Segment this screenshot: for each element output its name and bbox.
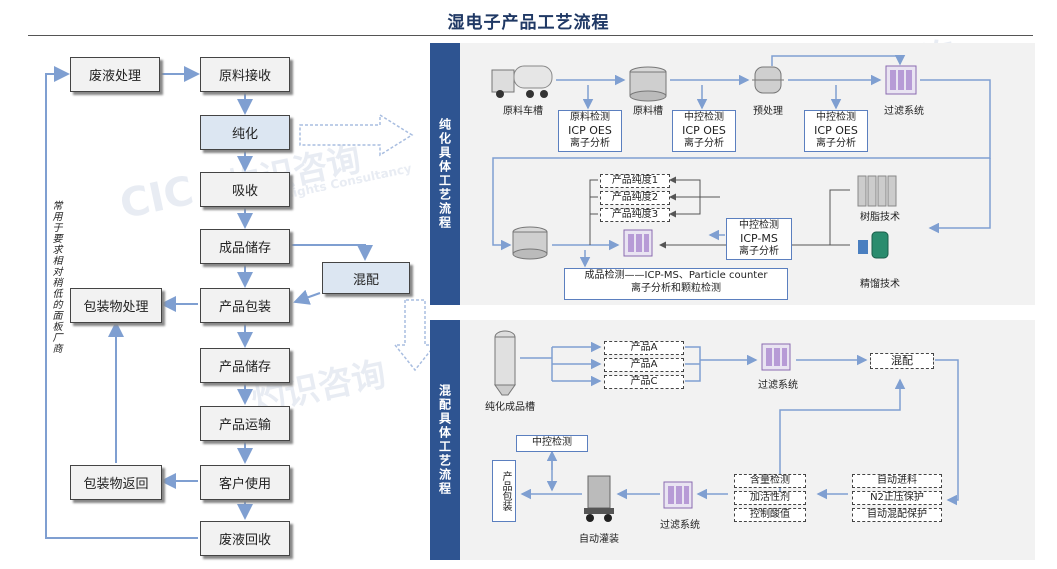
customer-use-box: 客户使用 bbox=[200, 465, 290, 500]
blend-midcheck-box: 中控检测 bbox=[516, 435, 588, 452]
blend-filter-label: 过滤系统 bbox=[758, 380, 798, 391]
raw-receive-box: 原料接收 bbox=[200, 57, 290, 92]
blend-box: 混配 bbox=[322, 262, 410, 294]
packaging-treatment-box: 包装物处理 bbox=[70, 288, 162, 323]
purify-box: 纯化 bbox=[200, 115, 290, 150]
absorb-box: 吸收 bbox=[200, 172, 290, 207]
product-a-2: 产品A bbox=[604, 358, 684, 372]
product-pack-box: 产品包装 bbox=[492, 460, 516, 522]
product-c: 产品C bbox=[604, 375, 684, 389]
side-note: 常用于要求相对稍低的面板厂商 bbox=[50, 200, 61, 354]
purify-panel-label: 纯化具体工艺流程 bbox=[430, 43, 460, 305]
filter-system-icon bbox=[885, 65, 917, 95]
pure-tank-icon bbox=[494, 330, 516, 396]
purity-3: 产品纯度3 bbox=[600, 208, 670, 222]
product-packaging-box: 产品包装 bbox=[200, 288, 290, 323]
raw-tank-icon bbox=[629, 66, 667, 102]
pretreat-label: 预处理 bbox=[753, 106, 783, 117]
resin-label: 树脂技术 bbox=[860, 212, 900, 223]
pure-tank-label: 纯化成品槽 bbox=[485, 402, 535, 413]
purify-panel-area bbox=[460, 43, 1035, 305]
packaging-return-box: 包装物返回 bbox=[70, 465, 162, 500]
n2-protection: N2正压保护 bbox=[852, 491, 942, 505]
filter-system-icon bbox=[623, 229, 653, 257]
distill-equipment-icon bbox=[858, 231, 889, 259]
check-acid: 控制酸值 bbox=[734, 508, 806, 522]
title-divider bbox=[28, 35, 1033, 36]
check-surfactant: 加活性剂 bbox=[734, 491, 806, 505]
resin-column-icon bbox=[857, 175, 897, 207]
blend-filter2-label: 过滤系统 bbox=[660, 520, 700, 531]
distill-label: 精馏技术 bbox=[860, 279, 900, 290]
check-content: 含量检测 bbox=[734, 474, 806, 488]
purity-2: 产品纯度2 bbox=[600, 191, 670, 205]
blend-mix-box: 混配 bbox=[870, 353, 934, 369]
raw-tank-label: 原料槽 bbox=[633, 106, 663, 117]
filter-label: 过滤系统 bbox=[884, 106, 924, 117]
auto-fill-machine-icon bbox=[584, 475, 614, 522]
auto-blend-protection: 自动混配保护 bbox=[852, 508, 942, 522]
product-a-1: 产品A bbox=[604, 341, 684, 355]
filter-system-icon bbox=[663, 481, 693, 509]
waste-recycle-box: 废液回收 bbox=[200, 521, 290, 556]
purity-1: 产品纯度1 bbox=[600, 174, 670, 188]
product-tank-icon bbox=[512, 226, 548, 260]
pretreat-reactor-icon bbox=[752, 66, 784, 94]
page-title: 湿电子产品工艺流程 bbox=[447, 13, 610, 33]
waste-treatment-box: 废液处理 bbox=[70, 57, 160, 92]
auto-fill-label: 自动灌装 bbox=[579, 534, 619, 545]
product-store-box: 成品储存 bbox=[200, 229, 290, 264]
product-storage-box: 产品储存 bbox=[200, 348, 290, 383]
product-transport-box: 产品运输 bbox=[200, 406, 290, 441]
tanker-label: 原料车槽 bbox=[503, 106, 543, 117]
blend-panel-label: 混配具体工艺流程 bbox=[430, 320, 460, 560]
auto-feed: 自动进料 bbox=[852, 474, 942, 488]
tanker-truck-icon bbox=[491, 65, 553, 98]
filter-system-icon bbox=[761, 343, 791, 371]
